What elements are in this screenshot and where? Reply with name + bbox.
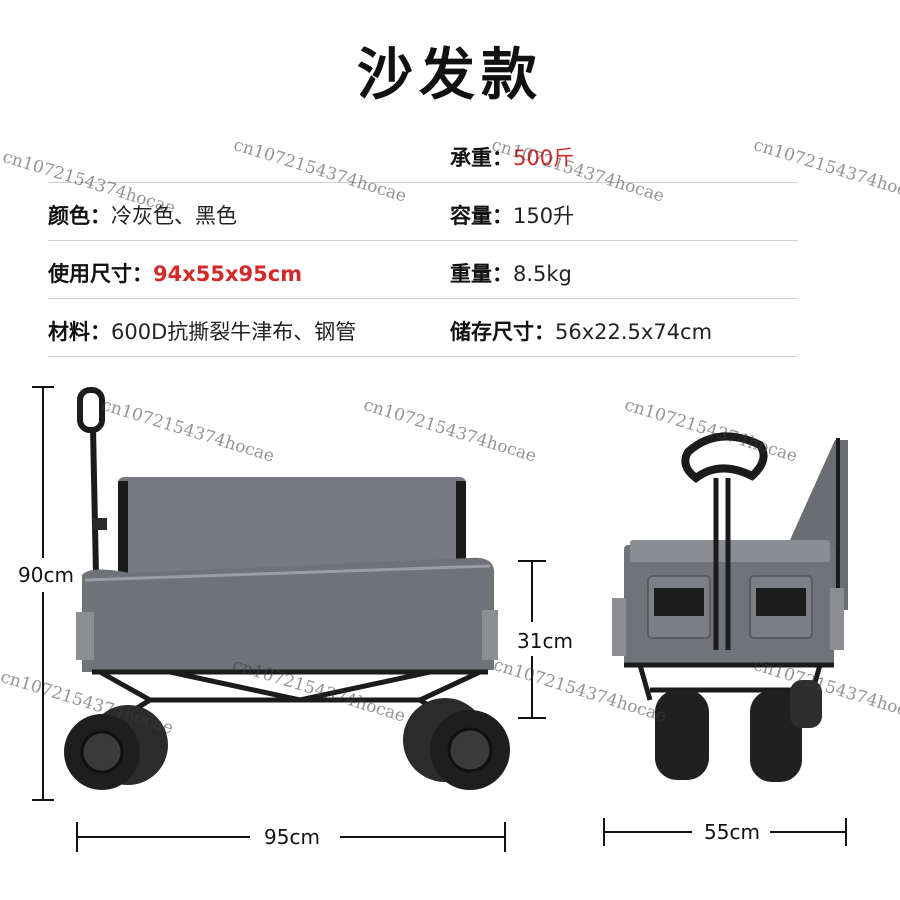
spec-storage-value: 56x22.5x74cm: [555, 320, 713, 344]
wagon-hub-back: [80, 730, 124, 774]
wagon-handle-grip: [77, 387, 105, 433]
spec-color-value: 冷灰色、黑色: [111, 204, 237, 228]
front-wheel-right: [750, 690, 802, 782]
width-label: 55cm: [702, 820, 762, 844]
depth-label: 31cm: [515, 629, 575, 653]
length-label: 95cm: [262, 825, 322, 849]
spec-row-4: 材料：600D抗撕裂牛津布、钢管 储存尺寸：56x22.5x74cm: [48, 299, 798, 357]
wagon-backrest-frame-r: [456, 481, 466, 581]
spec-material-label: 材料：: [48, 320, 111, 344]
front-wheel-left: [655, 690, 709, 780]
front-handle-grip: [681, 432, 768, 483]
spec-material: 材料：600D抗撕裂牛津布、钢管: [48, 316, 356, 346]
spec-volume: 容量：150升: [450, 200, 574, 230]
spec-weight: 重量：8.5kg: [450, 258, 572, 288]
spec-weight-value: 8.5kg: [513, 262, 572, 286]
spec-row-2: 颜色：冷灰色、黑色 容量：150升: [48, 183, 798, 241]
spec-storage: 储存尺寸：56x22.5x74cm: [450, 316, 712, 346]
spec-material-value: 600D抗撕裂牛津布、钢管: [111, 320, 357, 344]
side-view-wagon: [64, 387, 510, 790]
wagon-handle-pole: [90, 427, 99, 576]
spec-row-1: 承重：500斤: [48, 125, 798, 183]
page-title: 沙发款: [357, 43, 543, 108]
wagon-backrest: [118, 477, 466, 585]
wagon-strap-right: [482, 610, 498, 660]
spec-load-value: 500斤: [513, 146, 575, 170]
spec-color: 颜色：冷灰色、黑色: [48, 200, 237, 230]
wagon-hub-front: [447, 727, 493, 773]
front-dimension-lines: [603, 818, 847, 846]
front-frame: [624, 662, 834, 701]
spec-color-label: 颜色：: [48, 204, 111, 228]
spec-storage-label: 储存尺寸：: [450, 320, 555, 344]
spec-volume-label: 容量：: [450, 204, 513, 228]
wagon-handle-joint: [93, 518, 107, 530]
front-pocket-mesh-left: [654, 588, 704, 616]
front-pocket-mesh-right: [756, 588, 806, 616]
front-strap-left: [612, 598, 626, 656]
spec-weight-label: 重量：: [450, 262, 513, 286]
spec-row-3: 使用尺寸：94x55x95cm 重量：8.5kg: [48, 241, 798, 299]
wagon-tub-rim: [84, 564, 491, 582]
spec-table: 承重：500斤 颜色：冷灰色、黑色 容量：150升 使用尺寸：94x55x95c…: [48, 125, 798, 357]
front-view-wagon: [612, 432, 848, 782]
height-label: 90cm: [16, 563, 76, 587]
front-strap-right: [830, 588, 844, 650]
wagon-tub: [82, 557, 494, 672]
spec-load: 承重：500斤: [450, 142, 574, 172]
front-wheel-back: [790, 680, 822, 728]
spec-size: 使用尺寸：94x55x95cm: [48, 258, 302, 288]
spec-volume-value: 150升: [513, 204, 575, 228]
wagon-backrest-frame-l: [118, 481, 128, 581]
spec-load-label: 承重：: [450, 146, 513, 170]
side-dimension-lines: [32, 386, 546, 852]
spec-size-label: 使用尺寸：: [48, 262, 153, 286]
spec-size-value: 94x55x95cm: [153, 262, 303, 286]
wagon-strap-left: [76, 612, 94, 660]
